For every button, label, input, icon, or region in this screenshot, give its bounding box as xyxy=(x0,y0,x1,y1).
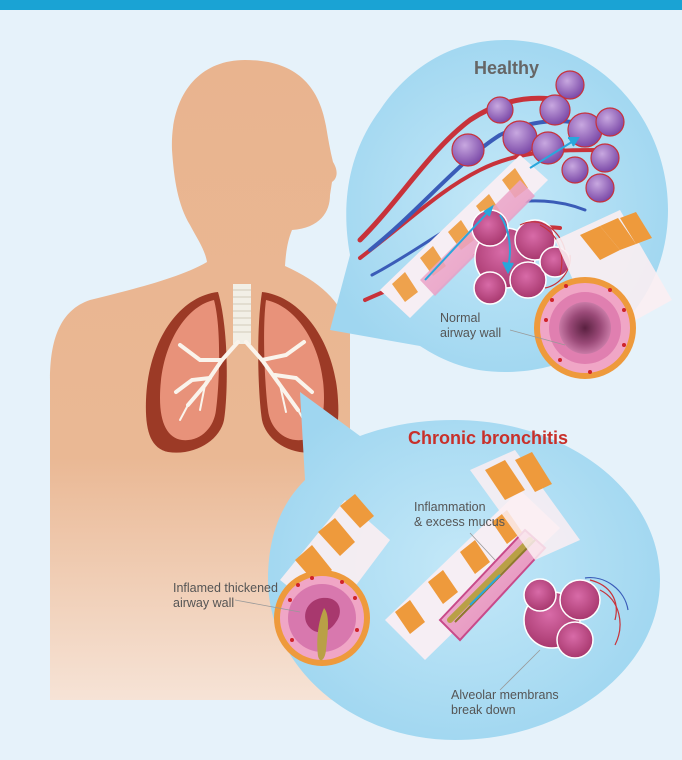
normal-airway-label-line2: airway wall xyxy=(440,326,501,341)
bronchitis-title: Chronic bronchitis xyxy=(408,428,568,449)
healthy-title: Healthy xyxy=(474,58,539,79)
inflammation-label-line2: & excess mucus xyxy=(414,515,505,530)
inflammation-label-line1: Inflammation xyxy=(414,500,505,515)
thickened-wall-label-line1: Inflamed thickened xyxy=(173,581,278,596)
thickened-wall-label: Inflamed thickened airway wall xyxy=(173,581,278,611)
alveolar-label-line1: Alveolar membrans xyxy=(451,688,559,703)
top-bar xyxy=(0,0,682,10)
alveolar-label: Alveolar membrans break down xyxy=(451,688,559,718)
normal-airway-label-line1: Normal xyxy=(440,311,501,326)
normal-airway-label: Normal airway wall xyxy=(440,311,501,341)
inflammation-label: Inflammation & excess mucus xyxy=(414,500,505,530)
alveolar-label-line2: break down xyxy=(451,703,559,718)
thickened-wall-label-line2: airway wall xyxy=(173,596,278,611)
